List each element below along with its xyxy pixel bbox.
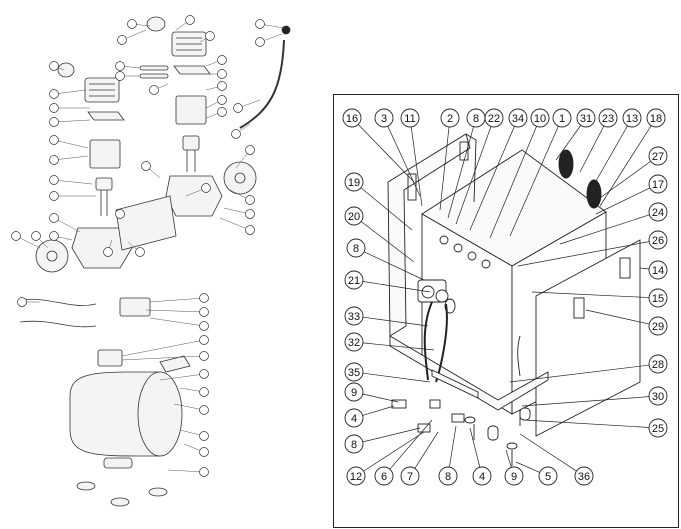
callout-bubble (135, 247, 145, 257)
leader-line (167, 469, 205, 473)
cable-part-2 (19, 320, 97, 328)
callout-bubble (199, 369, 209, 379)
callout-bubble (199, 335, 209, 345)
callout-bubble (49, 231, 59, 241)
rubber-foot (76, 481, 96, 491)
connecting-rod-right (186, 150, 196, 172)
callout-bubble (245, 209, 255, 219)
piston-right (182, 135, 200, 151)
cable-part (19, 298, 97, 306)
compressor-exploded-view (11, 15, 291, 507)
callout-bubble (141, 161, 151, 171)
callout-bubble (233, 103, 243, 113)
callout-bubble (31, 231, 41, 241)
cylinder-right (175, 95, 207, 125)
valve-plate-left (87, 111, 125, 121)
hose-part (239, 39, 285, 129)
callout-bubble (49, 155, 59, 165)
pressure-switch-part (119, 297, 151, 317)
cylinder-left (89, 139, 121, 169)
gauge-part (281, 25, 291, 35)
callout-bubble (245, 225, 255, 235)
callout-bubble (217, 95, 227, 105)
crankcase-right (165, 175, 223, 217)
leader-line (121, 339, 205, 357)
callout-bubble (217, 55, 227, 65)
callout-bubble (185, 15, 195, 25)
callout-bubble (255, 37, 265, 47)
callout-bubble (217, 69, 227, 79)
leader-line (219, 217, 251, 231)
callout-bubble (201, 183, 211, 193)
leader-line (53, 89, 87, 95)
callout-bubble (199, 387, 209, 397)
rubber-foot-2 (110, 497, 130, 507)
filter-part (57, 62, 75, 78)
callout-bubble (199, 431, 209, 441)
tank-end-cap (137, 371, 183, 457)
callout-bubble (49, 89, 59, 99)
callout-bubble (149, 85, 159, 95)
callout-bubble (49, 61, 59, 71)
callout-bubble (49, 213, 59, 223)
tube-part-2 (139, 73, 169, 79)
callout-bubble (117, 35, 127, 45)
callout-bubble (217, 107, 227, 117)
valve-plate-right (173, 65, 211, 75)
leader-line (173, 403, 205, 411)
callout-bubble (245, 145, 255, 155)
callout-bubble (231, 129, 241, 139)
tank-handle (159, 355, 191, 373)
leader-line (53, 217, 81, 233)
leader-line (145, 309, 205, 313)
leader-line (149, 297, 205, 303)
callout-bubble (49, 191, 59, 201)
callout-bubble (115, 209, 125, 219)
callout-bubble (245, 195, 255, 205)
switch-part (97, 349, 123, 367)
leader-line (53, 179, 93, 185)
leader-line (53, 119, 91, 123)
callout-bubble (115, 61, 125, 71)
motor-housing (115, 195, 177, 251)
callout-bubble (199, 293, 209, 303)
piston-left (95, 177, 113, 191)
callout-bubble (199, 467, 209, 477)
callout-bubble (199, 307, 209, 317)
callout-bubble (205, 31, 215, 41)
callout-bubble (199, 351, 209, 361)
callout-bubble (115, 71, 125, 81)
callout-bubble (255, 19, 265, 29)
callout-bubble (199, 405, 209, 415)
callout-bubble (103, 247, 113, 257)
callout-bubble (17, 297, 27, 307)
callout-bubble (49, 175, 59, 185)
leader-line (149, 317, 205, 327)
callout-bubble (127, 19, 137, 29)
callout-bubble (217, 81, 227, 91)
callout-bubble (11, 231, 21, 241)
callout-bubble (199, 321, 209, 331)
callout-bubble (199, 447, 209, 457)
connecting-rod-left (100, 190, 108, 216)
leader-line (121, 355, 205, 361)
leader-line (53, 155, 89, 161)
leader-line (159, 373, 205, 381)
callout-bubble (49, 135, 59, 145)
leader-line (53, 139, 89, 149)
cabinet-diagram-frame (333, 94, 679, 528)
valve-cap-part (146, 16, 166, 32)
tube-part (139, 65, 169, 71)
tank-foot-left (103, 457, 133, 469)
callout-bubble (49, 103, 59, 113)
callout-bubble (49, 117, 59, 127)
rubber-foot-3 (148, 487, 168, 497)
